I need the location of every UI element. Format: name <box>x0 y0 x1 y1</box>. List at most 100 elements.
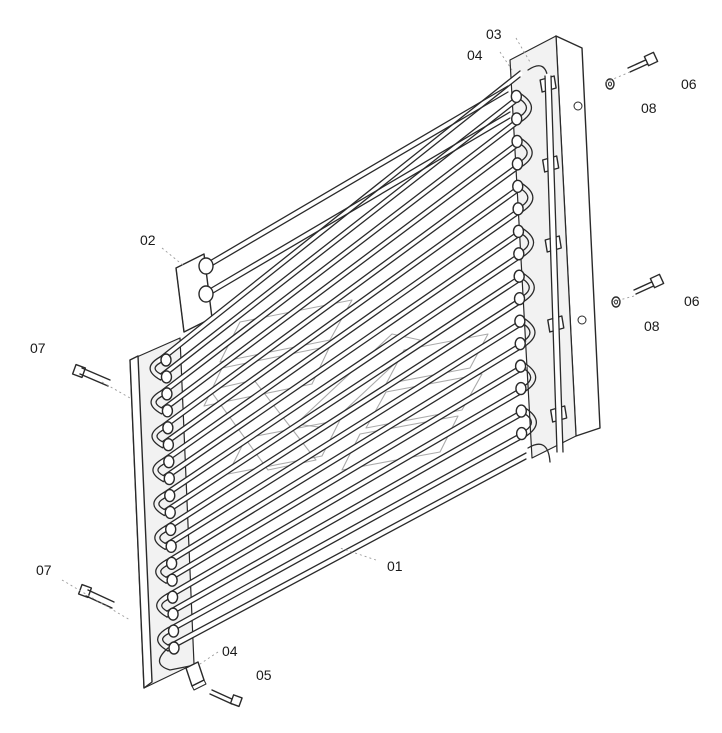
tube-edge-top-7 <box>162 205 523 460</box>
callout-labels: 01 02 03 04 04 05 06 06 07 07 08 08 <box>30 26 700 683</box>
tube-2 <box>157 93 523 380</box>
right-bend-inner-4 <box>521 233 530 252</box>
left-bend-9 <box>157 627 169 652</box>
tube-edge-top-17 <box>166 429 527 629</box>
callout-03: 03 <box>486 26 502 42</box>
tube-3 <box>158 116 524 397</box>
tube-edge-top-16 <box>166 407 526 612</box>
washer-08-lower <box>611 296 621 308</box>
upper-fitting-b <box>198 285 214 303</box>
tube-edge-bottom-1 <box>159 76 521 364</box>
tube-4 <box>158 138 524 414</box>
clamp-04-lower <box>185 661 207 691</box>
tube-14 <box>163 363 528 583</box>
tube-edge-top-13 <box>164 339 525 561</box>
bolt-06-upper <box>627 51 659 73</box>
tube-edge-bottom-3 <box>160 121 522 398</box>
right-fitting-5 <box>511 157 524 171</box>
callout-07-upper: 07 <box>30 340 46 356</box>
left-fitting-10 <box>164 505 176 520</box>
callout-02: 02 <box>140 232 156 248</box>
tube-edge-bottom-15 <box>165 390 526 601</box>
tube-11 <box>162 296 527 532</box>
left-bend-inner-1 <box>154 362 162 375</box>
tube-9 <box>161 251 526 499</box>
tube-16 <box>164 408 528 617</box>
upper-tube-b <box>207 91 509 269</box>
right-fitting-14 <box>514 359 527 373</box>
right-fitting-12 <box>514 314 526 328</box>
left-bend-5 <box>153 491 165 517</box>
right-bend-inner-8 <box>524 413 533 432</box>
tube-edge-top-8 <box>162 227 524 477</box>
fasteners <box>71 51 665 708</box>
bolt-07-lower <box>77 583 115 609</box>
left-fitting-18 <box>168 641 180 655</box>
upper-fitting-a <box>198 257 214 275</box>
left-fitting-11 <box>165 522 177 537</box>
tube-edge-top-10 <box>163 272 524 511</box>
left-fitting-5 <box>162 421 174 435</box>
tube-15 <box>164 386 528 600</box>
tube-18 <box>165 453 529 651</box>
right-bend-7 <box>523 362 537 393</box>
right-fitting-17 <box>515 426 528 441</box>
tube-8 <box>160 228 525 482</box>
tube-edge-bottom-12 <box>164 323 525 551</box>
tube-7 <box>160 206 525 465</box>
left-fitting-2 <box>160 370 173 384</box>
right-fitting-7 <box>512 202 524 216</box>
bolt-05 <box>209 689 243 708</box>
tube-edge-bottom-4 <box>160 143 522 415</box>
callout-08-lower: 08 <box>644 318 660 334</box>
callout-04-lower: 04 <box>222 643 238 659</box>
right-bend-6 <box>523 317 536 348</box>
right-fitting-11 <box>513 292 526 306</box>
tube-edge-top-4 <box>160 137 522 409</box>
tube-edge-top-14 <box>165 362 526 578</box>
left-fitting-16 <box>167 607 179 621</box>
right-fitting-13 <box>514 336 526 351</box>
left-bend-3 <box>151 424 164 449</box>
callout-06-lower: 06 <box>684 293 700 309</box>
upper-tube-c <box>207 111 511 291</box>
callout-04-upper: 04 <box>467 47 483 63</box>
tube-edge-top-11 <box>164 295 525 528</box>
tube-edge-top-3 <box>160 115 522 392</box>
right-fitting-4 <box>511 134 523 149</box>
right-bend-inner-3 <box>521 188 529 207</box>
tube-edge-top-9 <box>163 250 524 494</box>
left-return-bends <box>149 353 191 671</box>
right-bend-3 <box>521 182 534 213</box>
tube-13 <box>163 341 527 566</box>
tube-10 <box>161 273 526 515</box>
cooler-tube-bundle <box>157 70 529 652</box>
left-bend-inner-6 <box>159 531 166 545</box>
right-bend-inner-1 <box>519 98 528 117</box>
left-bend-inner-7 <box>160 565 167 578</box>
left-fitting-4 <box>161 404 174 418</box>
collector-bottom-bend <box>527 443 551 463</box>
left-bend-inner-9 <box>162 633 169 646</box>
left-fitting-15 <box>166 590 179 604</box>
callout-07-lower: 07 <box>36 562 52 578</box>
right-fitting-9 <box>513 247 525 261</box>
right-fitting-16 <box>515 404 527 418</box>
left-fitting-8 <box>163 471 175 486</box>
left-bend-7 <box>155 559 167 584</box>
tube-edge-top-6 <box>161 182 523 443</box>
tube-edge-bottom-9 <box>163 256 524 500</box>
left-fitting-17 <box>167 624 180 638</box>
left-fitting-14 <box>166 573 178 587</box>
right-bend-inner-6 <box>523 323 531 342</box>
bottom-left-bend <box>158 647 191 671</box>
tube-edge-bottom-13 <box>164 345 525 567</box>
leader-lines <box>61 37 635 665</box>
tube-edge-bottom-14 <box>165 368 526 584</box>
right-bend-5 <box>522 272 535 303</box>
right-fitting-3 <box>511 112 523 126</box>
tube-edge-bottom-7 <box>162 211 523 466</box>
bolt-07-upper <box>71 363 111 387</box>
left-bend-2 <box>150 390 163 415</box>
